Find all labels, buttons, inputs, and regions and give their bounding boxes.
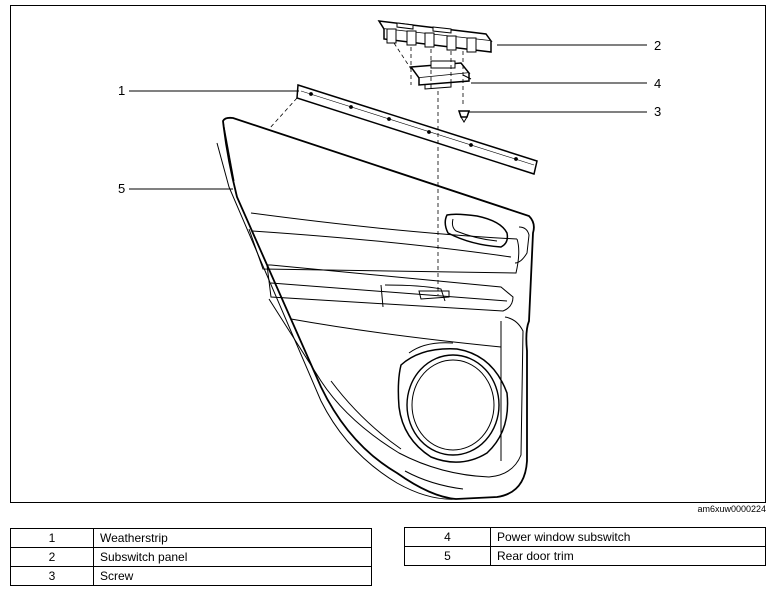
callout-3: 3	[654, 104, 661, 119]
legend-number: 3	[10, 566, 94, 586]
figure-frame: 1 2 3 4 5	[10, 5, 766, 503]
legend-row: 3 Screw	[10, 566, 372, 586]
figure-code: am6xuw0000224	[697, 504, 766, 514]
legend-row: 1 Weatherstrip	[10, 528, 372, 548]
legend-label: Rear door trim	[490, 546, 766, 566]
callout-2: 2	[654, 38, 661, 53]
legend-number: 5	[404, 546, 491, 566]
legend-label: Screw	[93, 566, 372, 586]
leader-lines	[129, 44, 647, 190]
legend-row: 2 Subswitch panel	[10, 547, 372, 567]
subswitch-panel-part	[377, 20, 493, 53]
legend-table-right: 4 Power window subswitch 5 Rear door tri…	[404, 527, 766, 566]
legend-label: Power window subswitch	[490, 527, 766, 547]
legend-row: 5 Rear door trim	[404, 546, 766, 566]
callout-4: 4	[654, 76, 661, 91]
legend-row: 4 Power window subswitch	[404, 527, 766, 547]
legend-number: 2	[10, 547, 94, 567]
legend-label: Subswitch panel	[93, 547, 372, 567]
legend-table-left: 1 Weatherstrip 2 Subswitch panel 3 Screw	[10, 528, 372, 586]
power-window-subswitch-part	[409, 60, 472, 90]
callout-5: 5	[118, 181, 125, 196]
assembly-guide-lines	[268, 42, 464, 295]
weatherstrip-part	[296, 83, 538, 175]
door-trim-exploded-diagram: 1 2 3 4 5	[118, 20, 661, 500]
legend-label: Weatherstrip	[93, 528, 372, 548]
legend-number: 1	[10, 528, 94, 548]
callout-1: 1	[118, 83, 125, 98]
rear-door-trim-part	[216, 116, 535, 500]
screw-part	[457, 110, 471, 123]
legend-number: 4	[404, 527, 491, 547]
